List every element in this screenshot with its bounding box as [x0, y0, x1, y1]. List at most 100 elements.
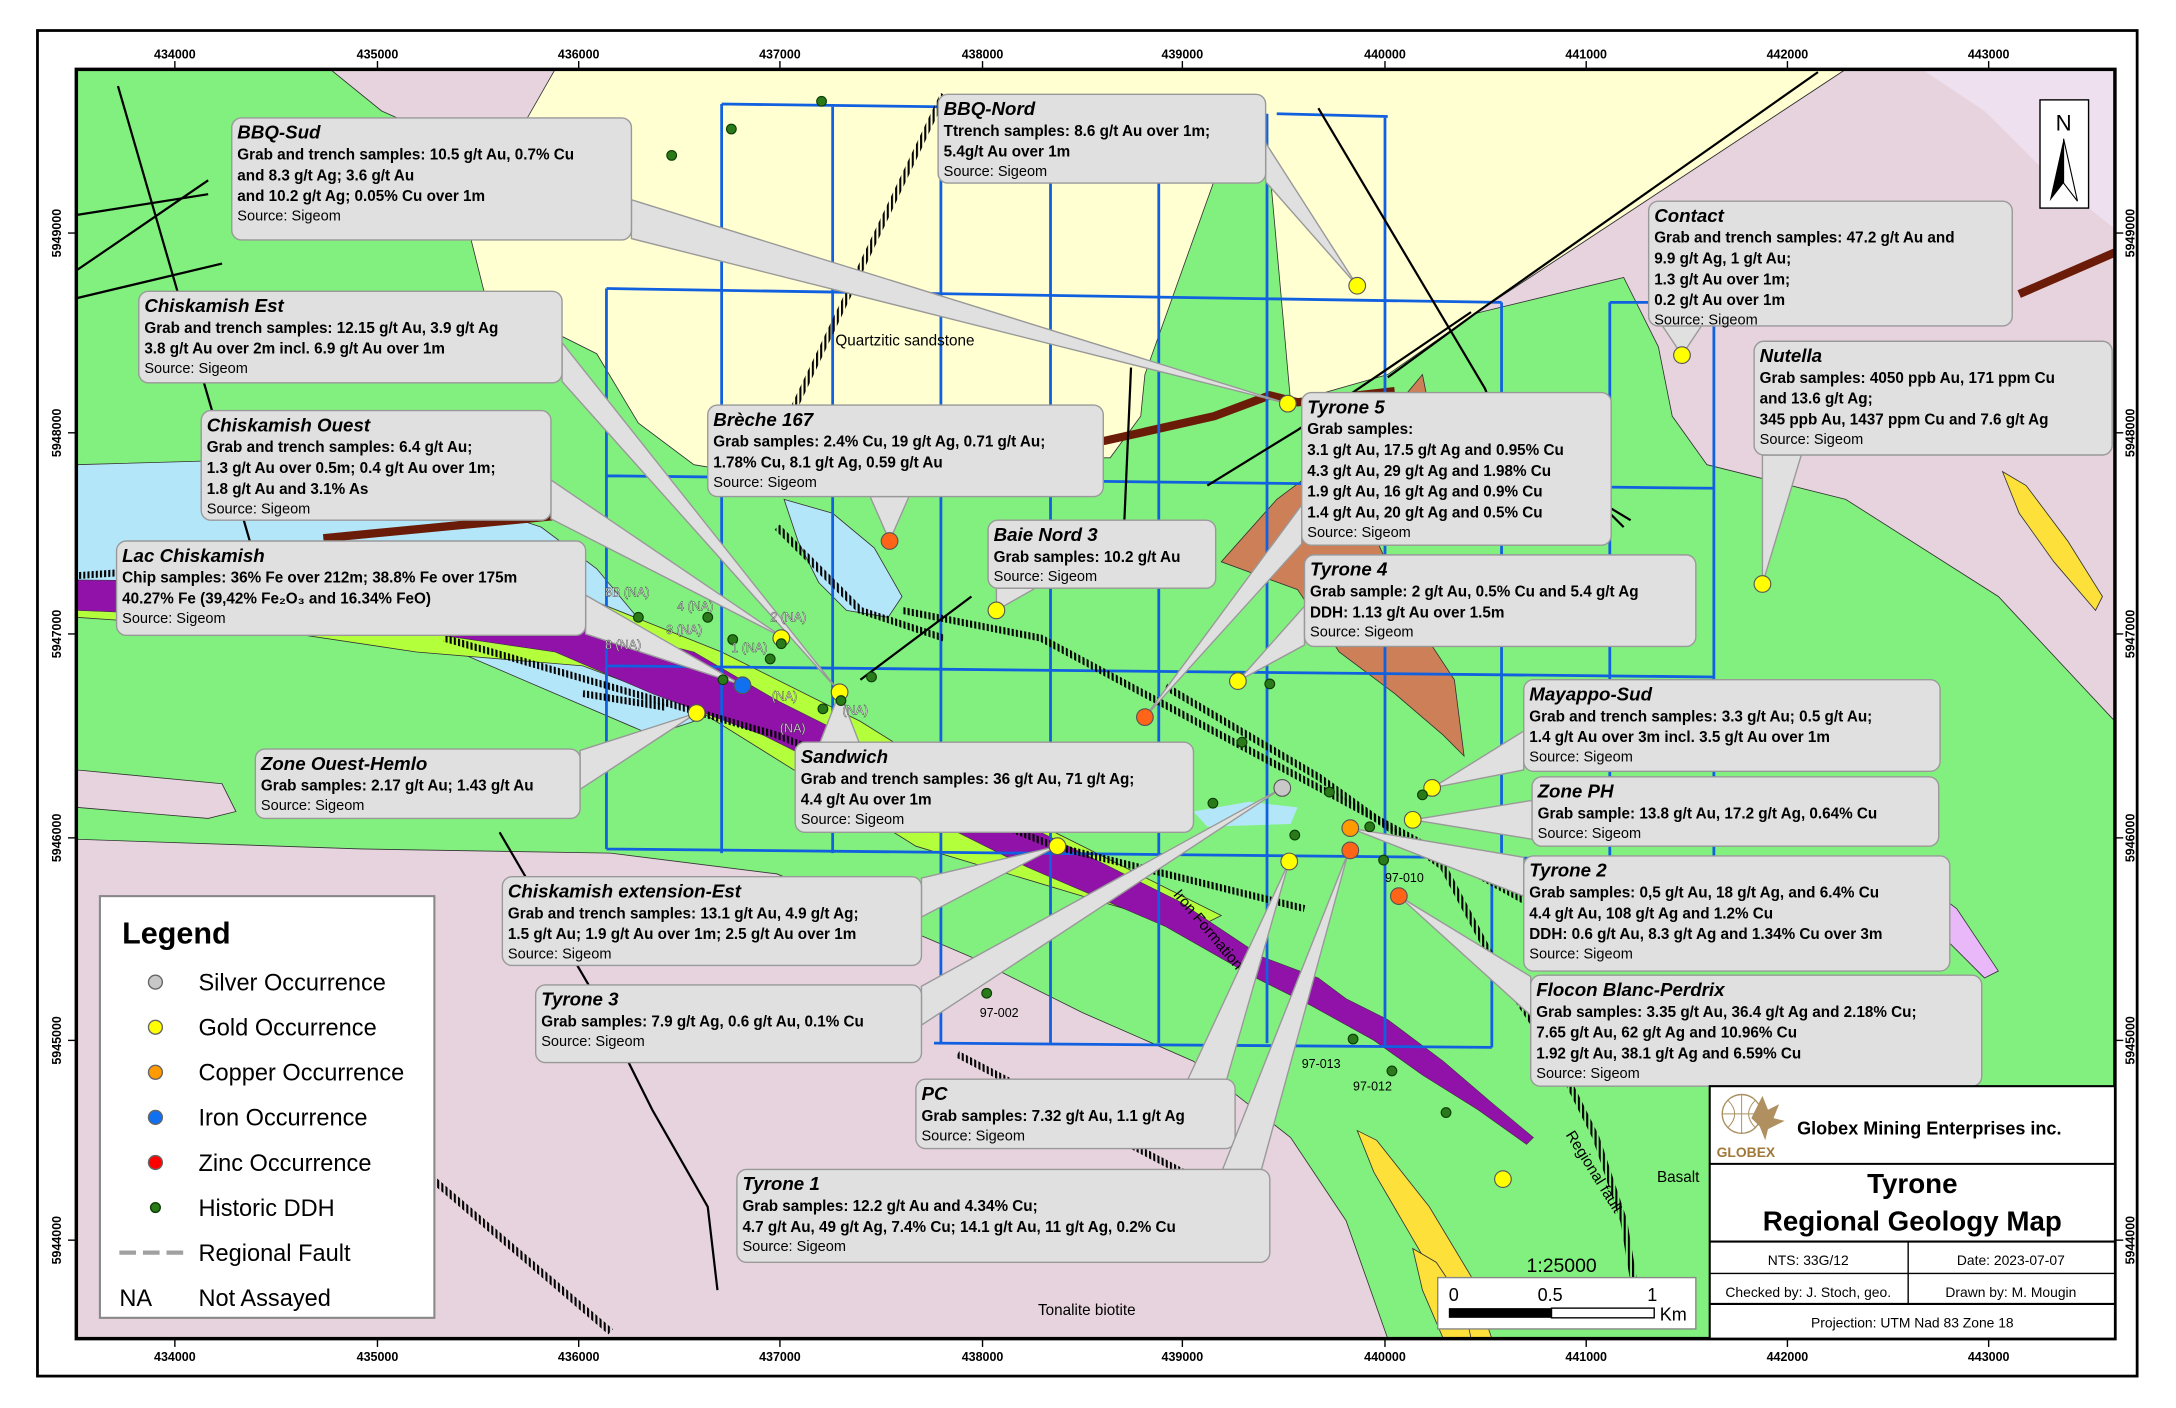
callout-box [915, 1078, 1236, 1150]
callout-source: Source: Sigeom [541, 1034, 645, 1050]
historic-ddh[interactable] [1264, 678, 1276, 690]
y-tick-label-left: 5949000 [50, 209, 64, 258]
occurrence-point[interactable] [1423, 779, 1442, 797]
occurrence-point[interactable] [1280, 852, 1299, 871]
occurrence-point[interactable] [1136, 708, 1154, 727]
x-tick-label-top: 440000 [1364, 47, 1406, 61]
legend-item: Iron Occurrence [147, 1105, 368, 1131]
drawn-by: Drawn by: M. Mougin [1945, 1284, 2076, 1300]
tonalite-lens-west [76, 769, 237, 819]
legend-label: Historic DDH [198, 1195, 334, 1221]
label-quartzitic-sandstone: Quartzitic sandstone [835, 332, 974, 349]
historic-ddh[interactable] [725, 123, 737, 135]
occurrence-point[interactable] [1403, 810, 1422, 829]
historic-ddh[interactable] [866, 671, 877, 683]
y-tick-label-right: 5947000 [2123, 610, 2137, 659]
north-arrow: N [2039, 99, 2090, 209]
yellow-lens-east [2001, 470, 2103, 612]
callout-line: 4.3 g/t Au, 29 g/t Ag and 1.98% Cu [1307, 463, 1551, 480]
scale-label-0: 0 [1449, 1285, 1459, 1305]
label-basalt: Basalt [1657, 1169, 1700, 1186]
callout-line: Grab and trench samples: 6.4 g/t Au; [207, 439, 473, 456]
callout-title: Sandwich [801, 746, 888, 767]
callout-title: Contact [1654, 205, 1724, 226]
x-tick-label-bottom: 435000 [357, 1350, 399, 1364]
historic-ddh[interactable] [666, 149, 678, 161]
callout-line: 1.4 g/t Au over 3m incl. 3.5 g/t Au over… [1529, 729, 1830, 746]
x-tick-label-bottom: 439000 [1162, 1350, 1204, 1364]
occurrence-point[interactable] [1278, 394, 1297, 413]
historic-ddh[interactable] [1347, 1033, 1359, 1045]
historic-ddh[interactable] [835, 695, 847, 706]
occurrence-point[interactable] [1389, 887, 1408, 906]
historic-ddh[interactable] [816, 95, 827, 107]
callout-source: Source: Sigeom [713, 475, 817, 491]
historic-ddh[interactable] [1207, 797, 1219, 809]
callout-box [1303, 554, 1697, 648]
historic-ddh[interactable] [1364, 821, 1376, 833]
historic-ddh[interactable] [632, 611, 644, 623]
callout-line: Grab samples: 7.9 g/t Ag, 0.6 g/t Au, 0.… [541, 1014, 864, 1031]
occurrence-point[interactable] [1228, 672, 1247, 690]
historic-ddh[interactable] [981, 987, 993, 999]
callout-title: Mayappo-Sud [1529, 684, 1652, 705]
callout-line: 9.9 g/t Ag, 1 g/t Au; [1654, 251, 1791, 268]
x-tick-label-bottom: 443000 [1968, 1350, 2010, 1364]
occurrence-point[interactable] [880, 532, 899, 550]
occurrence-point[interactable] [1341, 841, 1360, 860]
historic-ddh[interactable] [764, 653, 776, 665]
x-tick-label-top: 436000 [558, 47, 600, 61]
historic-ddh[interactable] [1378, 854, 1390, 866]
callout-line: and 13.6 g/t Ag; [1760, 391, 1873, 408]
x-tick-label-top: 438000 [962, 47, 1004, 61]
historic-ddh[interactable] [1440, 1107, 1452, 1118]
label-tonalite-biotite: Tonalite biotite [1038, 1302, 1136, 1319]
legend-label: Silver Occurrence [198, 969, 385, 995]
x-tick-label-top: 435000 [357, 47, 399, 61]
occurrence-point[interactable] [1273, 779, 1292, 797]
legend-label: Copper Occurrence [198, 1060, 404, 1086]
callout-source: Source: Sigeom [742, 1239, 846, 1255]
historic-ddh[interactable] [775, 638, 787, 650]
globex-logo: GLOBEX [1717, 1093, 1785, 1160]
callout-source: Source: Sigeom [1538, 826, 1642, 842]
x-tick-label-top: 441000 [1565, 47, 1607, 61]
historic-ddh[interactable] [727, 634, 739, 645]
occurrence-point[interactable] [1048, 837, 1067, 856]
historic-ddh[interactable] [702, 611, 714, 623]
historic-ddh[interactable] [1236, 736, 1248, 748]
occurrence-point[interactable] [1494, 1170, 1512, 1188]
occurrence-point[interactable] [1673, 346, 1691, 364]
historic-ddh[interactable] [1289, 829, 1301, 841]
occurrence-point[interactable] [733, 676, 752, 695]
projection: Projection: UTM Nad 83 Zone 18 [1811, 1315, 2014, 1331]
callout-line: 1.9 g/t Au, 16 g/t Ag and 0.9% Cu [1307, 484, 1542, 501]
historic-ddh[interactable] [717, 674, 729, 686]
historic-ddh[interactable] [1386, 1065, 1398, 1077]
historic-ddh[interactable] [1417, 789, 1428, 801]
occurrence-point[interactable] [1348, 276, 1367, 295]
historic-ddh[interactable] [1324, 786, 1335, 798]
y-tick-label-right: 5948000 [2123, 408, 2137, 457]
y-tick-label-right: 5949000 [2123, 209, 2137, 258]
callout-box [1531, 776, 1940, 847]
callout-line: Grab and trench samples: 13.1 g/t Au, 4.… [508, 905, 859, 922]
callout-line: 5.4g/t Au over 1m [944, 144, 1071, 161]
occurrence-point[interactable] [687, 704, 706, 722]
historic-ddh[interactable] [817, 703, 829, 715]
occurrence-point[interactable] [1753, 575, 1772, 593]
ddh-label: 97-013 [1302, 1057, 1341, 1071]
legend-symbol-circle-icon [147, 1019, 164, 1035]
occurrence-point[interactable] [1341, 819, 1360, 838]
occurrence-point[interactable] [987, 601, 1006, 620]
callout-title: Chiskamish extension-Est [508, 881, 742, 902]
y-tick-label-left: 5946000 [50, 814, 64, 863]
x-tick-label-bottom: 440000 [1364, 1350, 1406, 1364]
legend-symbol-na: NA [119, 1285, 152, 1311]
